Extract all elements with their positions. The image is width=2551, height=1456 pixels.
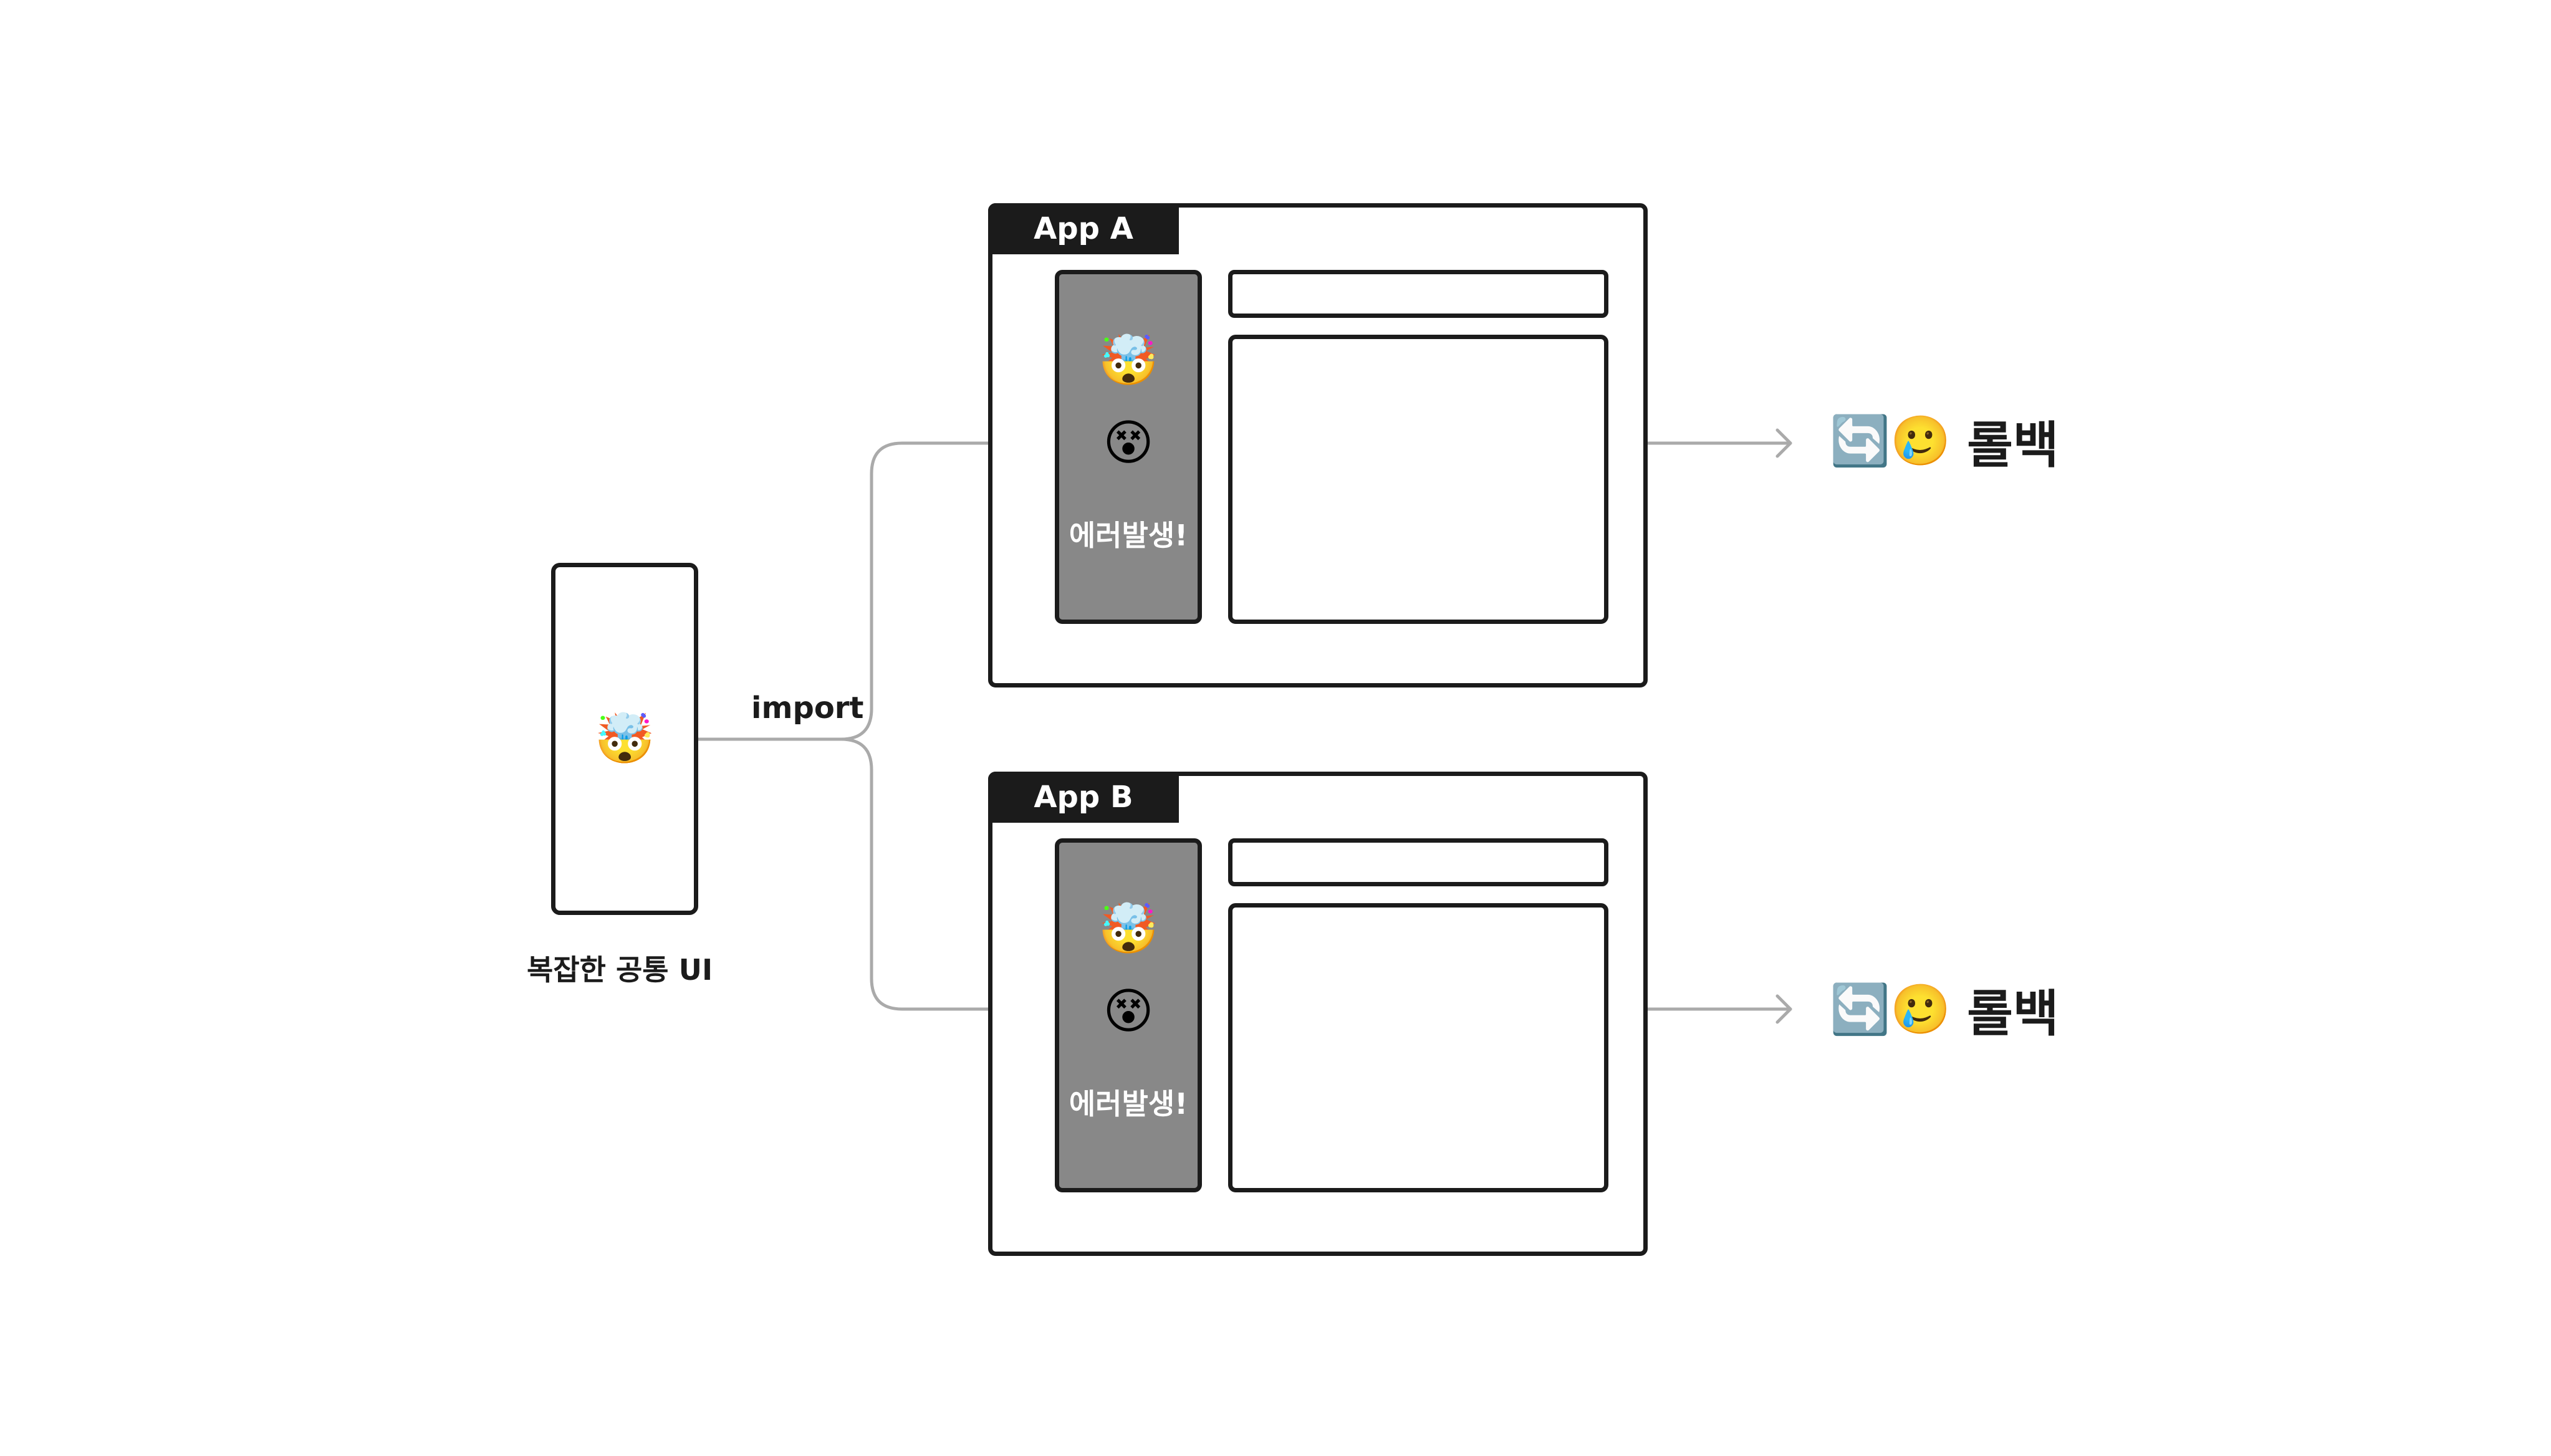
app-a-header-bar [1228,270,1608,318]
result-arrowhead-a [1775,428,1792,458]
import-label: import [751,691,864,726]
refresh-arrows-icon: 🔄🥲 [1830,413,1951,469]
app-b-content-panel [1228,903,1608,1192]
shared-ui-component: 🤯 [551,563,698,915]
app-a-content-panel [1228,335,1608,624]
app-b-tab: App B [988,772,1179,823]
app-b-window: App B 🤯 😵 에러발생! [988,772,1648,1256]
app-b-header-bar [1228,838,1608,886]
shared-ui-caption: 복잡한 공통 UI [527,953,713,987]
app-a-shared-ui-sidebar: 🤯 😵 에러발생! [1055,270,1202,624]
refresh-arrows-icon: 🔄🥲 [1830,982,1951,1038]
app-a-rollback-label: 롤백 [1967,416,2059,474]
app-b-error-text: 에러발생! [1069,1087,1188,1121]
app-a-tab: App A [988,203,1179,254]
result-arrowhead-b [1775,994,1792,1024]
exploding-head-icon: 🤯 [594,711,655,767]
app-b-rollback-label: 롤백 [1967,985,2059,1043]
dizzy-face-icon: 😵 [1103,984,1154,1040]
dizzy-face-icon: 😵 [1103,415,1154,471]
app-b-shared-ui-sidebar: 🤯 😵 에러발생! [1055,838,1202,1192]
app-a-window: App A 🤯 😵 에러발생! [988,203,1648,687]
app-b-result: 🔄🥲 롤백 [1830,974,2059,1046]
import-connector-to-app-a [696,441,1048,741]
app-a-error-text: 에러발생! [1069,519,1188,552]
exploding-head-icon: 🤯 [1098,901,1159,957]
import-connector-to-app-b [696,737,1048,1011]
exploding-head-icon: 🤯 [1098,333,1159,389]
app-a-result: 🔄🥲 롤백 [1830,405,2059,477]
